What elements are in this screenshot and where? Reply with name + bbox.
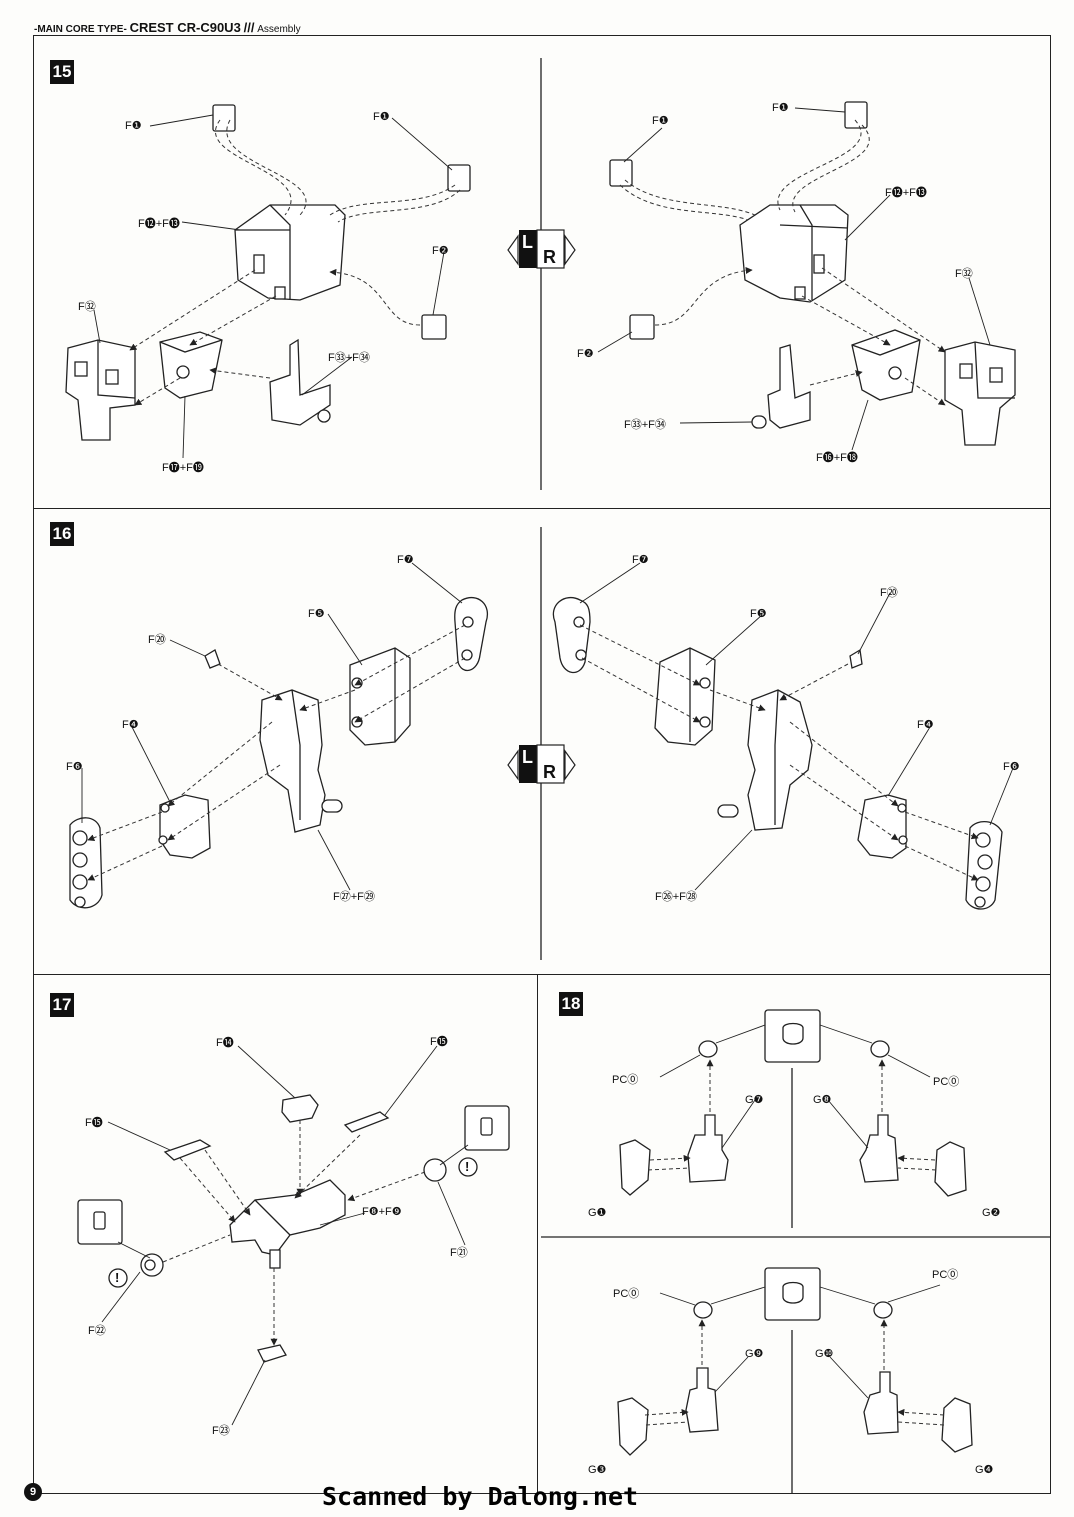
part-label: F❶: [772, 102, 789, 114]
part-label: F⑳: [880, 587, 898, 599]
part-label: F❶: [125, 120, 142, 132]
page-header: -MAIN CORE TYPE- CREST CR-C90U3 /// Asse…: [34, 20, 301, 35]
part-label: G❷: [982, 1207, 1001, 1219]
part-label: F⓰+F⓲: [816, 452, 858, 464]
part-label: G❾: [745, 1348, 764, 1360]
part-label: F❼: [632, 554, 649, 566]
part-label: G❽: [813, 1094, 832, 1106]
part-label: F❷: [577, 348, 594, 360]
lr-badge-l-16: L: [522, 747, 533, 767]
lr-badge-graphic-16: [507, 744, 576, 784]
part-label: F❷: [432, 245, 449, 257]
part-label: F❼: [397, 554, 414, 566]
part-label: F㉑: [450, 1247, 468, 1259]
part-label: F⓬+F⓭: [138, 218, 180, 230]
part-label: F❹: [917, 719, 934, 731]
header-mark: ///: [243, 20, 255, 35]
part-label: PC⓪: [612, 1074, 639, 1086]
part-label: F❹: [122, 719, 139, 731]
part-label: F❻: [1003, 761, 1020, 773]
part-label: F⓮: [216, 1037, 234, 1049]
part-label: F⓯: [85, 1117, 103, 1129]
part-label: F❻: [66, 761, 83, 773]
lr-badge-l-15: L: [522, 232, 533, 252]
lr-badge-graphic-15: [507, 229, 576, 269]
part-label: F⓬+F⓭: [885, 187, 927, 199]
header-prefix: -MAIN CORE TYPE-: [34, 24, 127, 35]
page-number: 9: [24, 1483, 42, 1501]
caution-icon: !: [115, 1270, 120, 1285]
part-label: F⓯: [430, 1036, 448, 1048]
watermark-text: Scanned by Dalong.net: [322, 1482, 639, 1511]
caution-icon: !: [465, 1159, 470, 1174]
part-label: F⑳: [148, 634, 166, 646]
lr-badge-r-16: R: [543, 762, 556, 782]
step-16-number: 16: [50, 522, 74, 546]
part-label: G❶: [588, 1207, 607, 1219]
part-label: PC⓪: [933, 1076, 960, 1088]
part-label: F㉜: [78, 301, 96, 313]
step-17-number: 17: [50, 993, 74, 1017]
part-label: G❹: [975, 1464, 994, 1476]
part-label: F㉗+F㉙: [333, 891, 375, 903]
part-label: F㉖+F㉘: [655, 891, 697, 903]
step-18-panel: [537, 974, 1051, 1494]
part-label: G❼: [745, 1094, 764, 1106]
part-label: G❸: [588, 1464, 607, 1476]
part-label: PC⓪: [613, 1288, 640, 1300]
part-label: F⓱+F⓳: [162, 462, 204, 474]
part-label: F㉝+F㉞: [328, 352, 370, 364]
part-label: F❺: [750, 608, 767, 620]
part-label: F❽+F❾: [362, 1206, 402, 1218]
header-model: CREST CR-C90U3: [129, 20, 241, 35]
lr-badge-r-15: R: [543, 247, 556, 267]
part-label: F㉒: [88, 1325, 106, 1337]
part-label: F❶: [373, 111, 390, 123]
step-18-number: 18: [559, 992, 583, 1016]
part-label: G❿: [815, 1348, 834, 1360]
part-label: F㉝+F㉞: [624, 419, 666, 431]
part-label: F㉓: [212, 1425, 230, 1437]
step-15-number: 15: [50, 60, 74, 84]
part-label: F❺: [308, 608, 325, 620]
part-label: PC⓪: [932, 1269, 959, 1281]
part-label: F❶: [652, 115, 669, 127]
part-label: F㉜: [955, 268, 973, 280]
header-suffix: Assembly: [257, 24, 301, 35]
